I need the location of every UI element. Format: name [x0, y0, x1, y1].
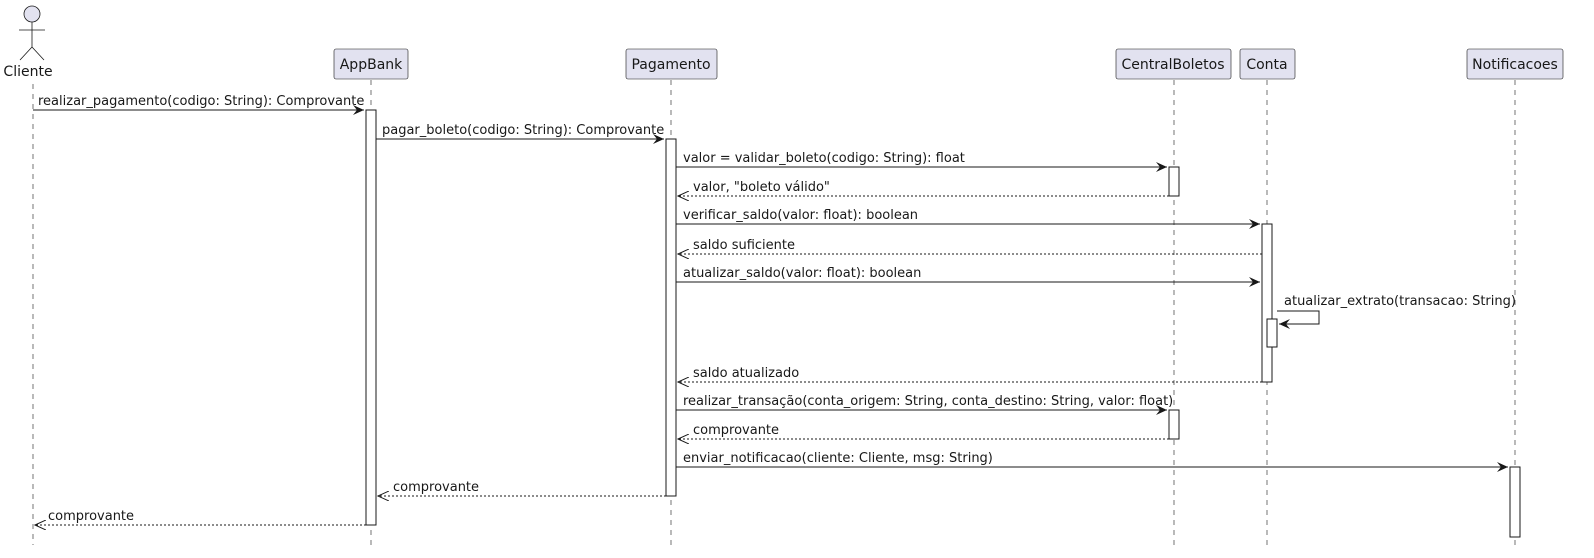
participant-conta: Conta	[1239, 48, 1296, 80]
message-atualizar-saldo: atualizar_saldo(valor: float): boolean	[676, 266, 1260, 287]
activation-centralboletos-2	[1168, 409, 1180, 440]
message-enviar-notificacao: enviar_notificacao(cliente: Cliente, msg…	[676, 451, 1508, 472]
message-realizar-transacao: realizar_transação(conta_origem: String,…	[676, 394, 1173, 415]
participant-label: Notificacoes	[1472, 57, 1558, 73]
activation-conta	[1261, 223, 1273, 383]
activation-pagamento	[665, 138, 677, 497]
participant-label: Pagamento	[631, 57, 710, 73]
lifelines	[32, 80, 1516, 545]
activation-appbank	[365, 109, 377, 526]
activation-notificacoes	[1509, 466, 1521, 538]
message-comprovante-return-central: comprovante	[678, 423, 1169, 439]
message-label: verificar_saldo(valor: float): boolean	[683, 208, 918, 223]
message-comprovante-return-pagamento: comprovante	[378, 480, 666, 496]
message-atualizar-extrato-self: atualizar_extrato(transacao: String)	[1277, 294, 1516, 329]
participant-appbank: AppBank	[333, 48, 409, 80]
participant-label: Cliente	[3, 64, 52, 80]
message-label: comprovante	[393, 480, 479, 495]
activation-conta-nested	[1266, 318, 1278, 348]
message-label: pagar_boleto(codigo: String): Comprovant…	[382, 123, 664, 138]
message-label: saldo atualizado	[693, 366, 799, 381]
message-validar-boleto: valor = validar_boleto(codigo: String): …	[676, 151, 1167, 172]
message-label: comprovante	[693, 423, 779, 438]
actor-cliente: Cliente	[3, 5, 53, 80]
messages: realizar_pagamento(codigo: String): Comp…	[33, 94, 1516, 525]
message-comprovante-return-appbank: comprovante	[35, 509, 366, 525]
participant-label: CentralBoletos	[1122, 57, 1225, 73]
message-verificar-saldo: verificar_saldo(valor: float): boolean	[676, 208, 1260, 229]
activation-centralboletos-1	[1168, 166, 1180, 197]
message-label: enviar_notificacao(cliente: Cliente, msg…	[683, 451, 993, 466]
participant-notificacoes: Notificacoes	[1466, 48, 1564, 80]
message-label: realizar_pagamento(codigo: String): Comp…	[38, 94, 364, 109]
message-label: comprovante	[48, 509, 134, 524]
participant-pagamento: Pagamento	[625, 48, 718, 80]
participant-centralboletos: CentralBoletos	[1115, 48, 1232, 80]
participant-label: Conta	[1246, 57, 1287, 73]
activations	[365, 109, 1521, 538]
message-pagar-boleto: pagar_boleto(codigo: String): Comprovant…	[376, 123, 664, 144]
message-label: saldo suficiente	[693, 238, 795, 253]
message-label: atualizar_saldo(valor: float): boolean	[683, 266, 921, 281]
message-realizar-pagamento: realizar_pagamento(codigo: String): Comp…	[33, 94, 364, 115]
participant-label: AppBank	[340, 57, 403, 73]
message-boleto-valido-return: valor, "boleto válido"	[678, 180, 1169, 196]
message-label: valor = validar_boleto(codigo: String): …	[683, 151, 965, 166]
message-saldo-atualizado-return: saldo atualizado	[678, 366, 1262, 382]
actor-icon	[19, 5, 45, 61]
message-label: atualizar_extrato(transacao: String)	[1284, 294, 1516, 309]
message-label: realizar_transação(conta_origem: String,…	[683, 394, 1173, 409]
message-label: valor, "boleto válido"	[693, 180, 830, 195]
message-saldo-suficiente-return: saldo suficiente	[678, 238, 1262, 254]
